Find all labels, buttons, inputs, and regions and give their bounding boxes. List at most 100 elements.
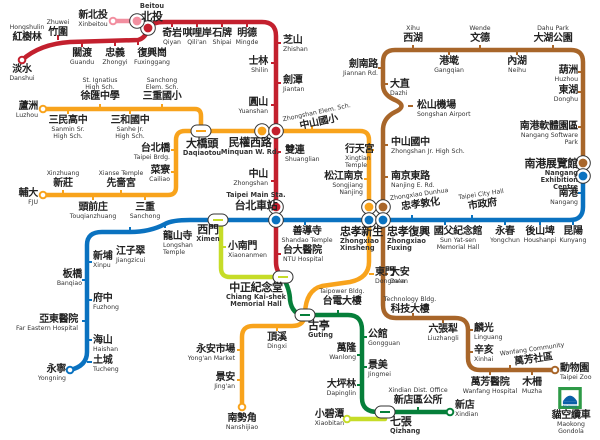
line-orange-luzhou[interactable] [40, 106, 204, 134]
transfer-station-node[interactable] [576, 169, 590, 183]
terminal-station-node[interactable] [108, 16, 118, 26]
transfer-station-node[interactable] [362, 200, 376, 214]
line-green-xindian[interactable] [280, 274, 453, 415]
transfer-station-node[interactable] [130, 14, 144, 28]
transfer-station-node[interactable] [576, 156, 590, 170]
terminal-station-node[interactable] [38, 104, 48, 114]
transfer-station-node[interactable] [376, 200, 390, 214]
maokong-gondola-logo[interactable]: Maokong [557, 387, 583, 409]
transfer-station-node[interactable] [362, 213, 376, 227]
terminal-station-node[interactable] [550, 365, 560, 375]
transfer-station-node[interactable] [269, 213, 283, 227]
terminal-station-node[interactable] [17, 55, 27, 65]
line-orange-xinzhuang[interactable] [40, 128, 372, 410]
line-red-danshui[interactable] [19, 19, 286, 280]
terminal-station-node[interactable] [445, 407, 455, 417]
terminal-station-node[interactable] [342, 414, 352, 424]
terminal-station-node[interactable] [38, 190, 48, 200]
line-blue-bannan[interactable] [67, 172, 586, 373]
terminal-station-node[interactable] [65, 365, 75, 375]
terminal-station-node[interactable] [237, 402, 247, 412]
transfer-station-node[interactable] [269, 124, 283, 138]
transfer-station-node[interactable] [141, 21, 155, 35]
transfer-station-node[interactable] [255, 124, 269, 138]
